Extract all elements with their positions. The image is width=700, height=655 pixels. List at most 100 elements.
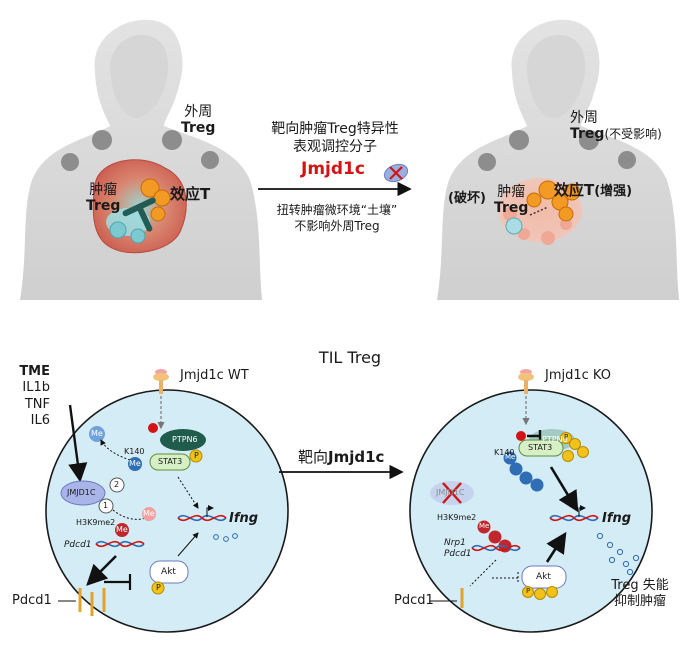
right-tumor-label-line1: 肿瘤 [497,184,526,200]
right-tumor-label-line2: Treg [494,200,529,217]
right-stat3-me-label: Me [505,453,516,461]
left-me-removal-arrow [100,439,131,461]
left-jmjd1c [60,477,125,514]
left-wt-receptor [153,369,169,430]
right-destroyed-note: (破坏) [448,191,486,206]
wt-label: Jmjd1c WT [180,368,249,383]
right-pdcd1-receptor-label: Pdcd1 [394,593,434,608]
left-pdcd1-receptor-label: Pdcd1 [12,593,52,608]
top-center-line2: 表观调控分子 [293,139,377,156]
left-effector-label: 效应T [170,185,211,203]
left-ptpn6-label: PTPN6 [172,435,198,444]
right-akt [521,565,567,600]
right-outcome-label: Treg 失能 抑制肿瘤 [600,578,680,611]
right-stat3-p-label: P [564,433,569,441]
left-k140-label: K140 [124,447,145,456]
arrow-label-prefix: 靶向 [298,448,329,466]
left-stat3-me-label: Me [129,459,141,468]
right-akt-label: Akt [536,572,551,582]
left-akt [149,560,189,595]
right-outcome-line1: Treg 失能 [611,578,669,593]
right-effector-label: 效应T(增强) [554,181,633,200]
left-pdcd1-expression-arrow [86,555,117,586]
top-center-note: 扭转肿瘤微环境“土壤” 不影响外周Treg [262,203,412,234]
right-inhibit-dot [516,431,526,441]
right-tumor-treg-label: 肿瘤 Treg [494,184,528,216]
bottom-arrow-label: 靶向Jmjd1c [298,448,385,466]
right-peripheral-label-line1: 外周 [570,110,598,126]
right-dna-ifng [549,505,599,522]
left-stat3-me [128,457,142,471]
left-removed-me-label: Me [143,509,155,518]
left-dna-ifng [177,505,227,522]
bottom-title: TIL Treg [318,348,382,367]
jmjd1c-crossed-icon [383,163,409,183]
left-tumor [92,159,187,254]
left-akt-label: Akt [161,567,176,577]
left-free-me-label: Me [91,429,103,438]
top-center-note-line2: 不影响外周Treg [294,218,380,233]
left-pdcd1-inhibit [104,574,132,590]
left-ptpn6-p-label: P [194,451,199,460]
right-nrp1-gene-label: Nrp1 [444,538,466,548]
right-effector-note: (增强) [594,184,633,199]
left-lymph-nodes [61,130,219,171]
tme-arrow [68,404,88,483]
left-tumor-label-line2: Treg [86,198,121,215]
right-ifng-label: Ifng [602,511,632,526]
tme-item-tnf: TNF [24,396,50,412]
right-lymph-nodes [478,130,636,171]
top-target-name: Jmjd1c [301,159,365,179]
right-jmjd1c-label: JMJD1C [436,488,465,497]
left-step1-label: 1 [103,501,109,510]
right-effector-text: 效应T [554,181,595,199]
right-tumor-destroyed [498,178,582,245]
tme-title: TME [19,364,50,379]
left-pdcd1-receptors [78,588,106,616]
right-akt-p-label: P [526,587,531,595]
right-body-silhouette [437,19,679,300]
left-jmjd1c-label: JMJD1C [67,488,96,497]
tme-item-il1b: IL1b [22,380,50,396]
left-peripheral-label-line1: 外周 [184,104,213,120]
right-outcome-line2: 抑制肿瘤 [613,594,666,610]
left-tumor-label-line1: 肿瘤 [89,182,118,198]
left-pdcd1-gene-label: Pdcd1 [64,540,92,550]
left-ifng-label: Ifng [229,511,259,526]
right-peripheral-label-line2: Treg [570,126,605,143]
right-k140-label: K140 [494,448,515,457]
left-akt-to-ifng [177,532,199,557]
ko-label: Jmjd1c KO [545,368,611,383]
left-removed-me [142,507,156,521]
right-dna-pdcd1 [471,544,521,552]
right-peripheral-note: (不受影响) [604,127,662,142]
right-akt-to-ifng [545,531,567,563]
left-h3k9-me [115,523,129,537]
arrow-label-target: Jmjd1c [328,448,385,466]
right-h3k9me2-label: H3K9me2 [437,513,477,522]
right-h3k9-me-label: Me [479,522,490,530]
right-stat3-to-ifng [549,466,579,513]
right-ifng-secretion [596,532,640,576]
top-center-note-line1: 扭转肿瘤微环境“土壤” [276,203,398,217]
left-inhibit-dot [148,423,158,433]
tme-item-il6: IL6 [30,412,50,428]
left-stat3 [149,453,191,471]
left-dna-pdcd1 [95,540,145,548]
right-cell [409,389,653,633]
left-free-me [89,426,105,442]
right-jmjd1c-knocked-out [430,481,474,505]
left-stat3-label: STAT3 [158,457,183,466]
left-h3k9-me-label: Me [116,525,128,534]
left-h3k9me2-label: H3K9me2 [76,518,116,527]
right-gene-labels: Nrp1 Pdcd1 [444,538,472,560]
left-peripheral-label-line2: Treg [181,120,216,137]
right-ko-receptor [518,369,534,426]
right-pdcd1-weak-inhibit [492,572,519,584]
right-pdcd1-gene-label: Pdcd1 [444,548,472,559]
left-tumor-treg-label: 肿瘤 Treg [86,182,120,214]
top-center-caption: 靶向肿瘤Treg特异性 表观调控分子 [270,120,400,156]
right-stat3-phospho [560,432,589,462]
tme-list: TME IL1b TNF IL6 [8,364,50,429]
